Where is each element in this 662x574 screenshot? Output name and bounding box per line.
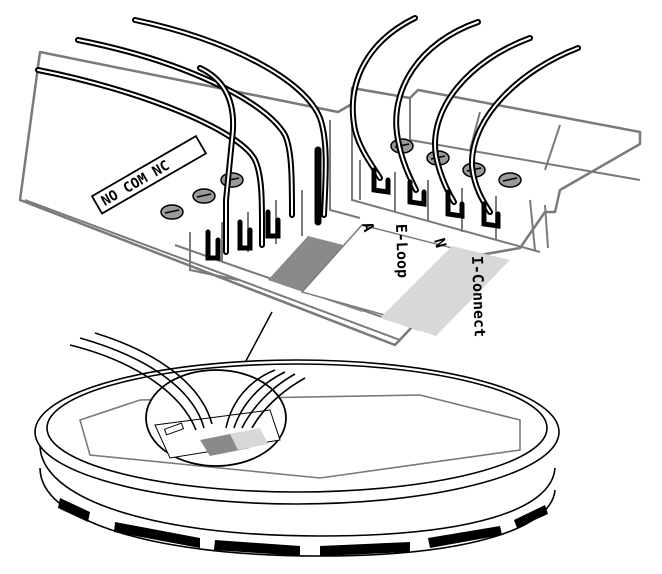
housing-divider-right	[351, 104, 541, 253]
housing-ledge	[24, 199, 401, 341]
mini-terminal	[154, 409, 281, 459]
screw-slot	[164, 209, 180, 214]
housing-rail-top	[409, 98, 641, 181]
housing-notch	[529, 199, 549, 251]
terminal-block-detail: A E-Loop N I-Connect NO COM NC	[18, 15, 642, 373]
detector-vents	[58, 498, 548, 556]
detector-top-inner	[46, 363, 548, 493]
detector-base	[34, 332, 560, 557]
screw-slot	[196, 193, 212, 198]
housing-rail-end	[544, 124, 561, 171]
strip-i-connect-label: I-Connect	[468, 256, 489, 338]
detector-mid-ring	[39, 444, 556, 537]
mini-wires	[69, 332, 306, 431]
right-wires	[349, 15, 581, 215]
strip-e-loop-label: E-Loop	[392, 224, 412, 279]
screw-slot	[502, 177, 518, 182]
left-wires	[35, 17, 329, 255]
left-wire-hooks	[205, 209, 281, 261]
housing-divider-left	[329, 120, 361, 219]
detector-top-rim	[34, 359, 560, 505]
right-wire-hooks	[371, 167, 501, 229]
strip-i-connect	[380, 246, 510, 336]
